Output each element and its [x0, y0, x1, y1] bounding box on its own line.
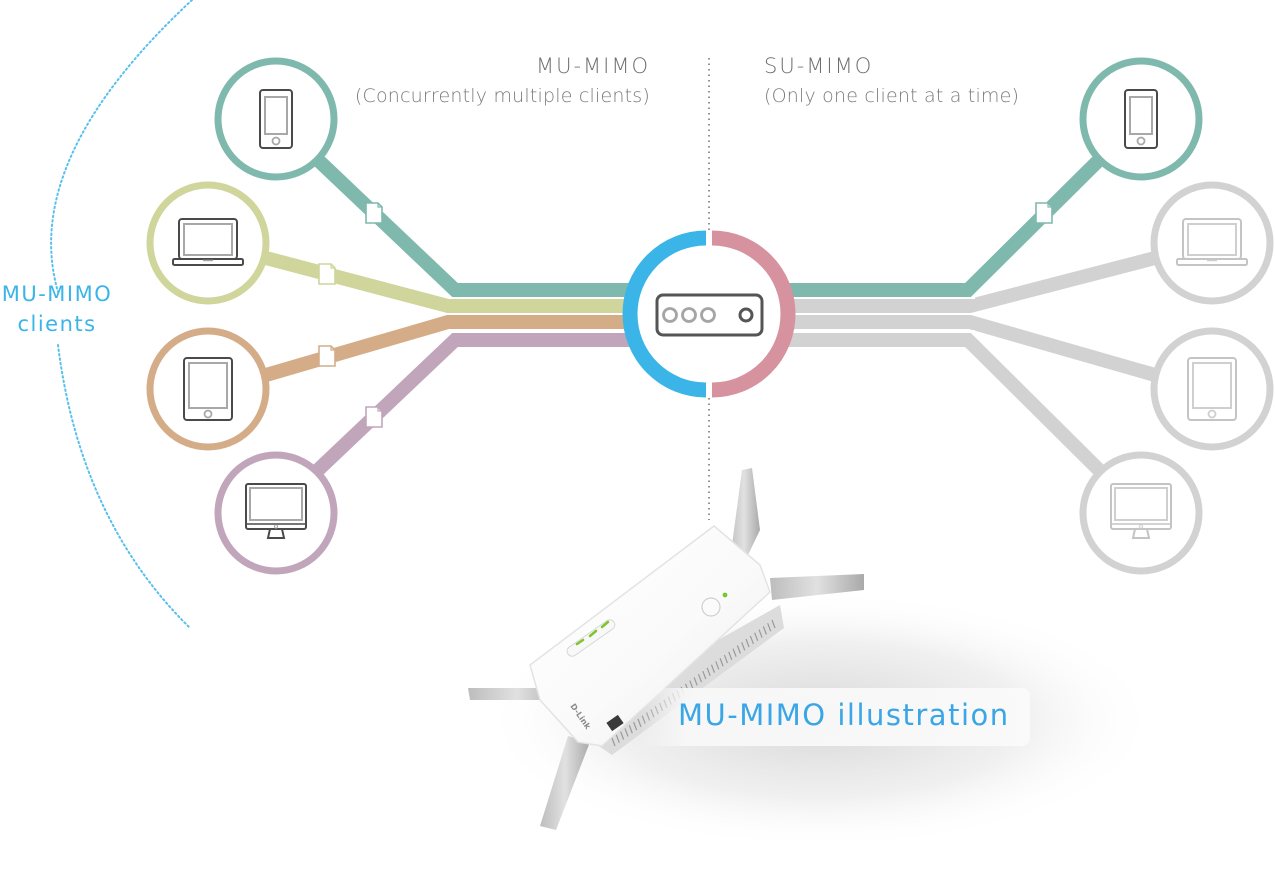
vent-slot	[693, 677, 698, 686]
su-mimo-heading: SU-MIMO	[764, 54, 874, 78]
clients-group-arc-lower	[57, 344, 191, 629]
su-client-desktop	[1079, 451, 1203, 575]
vent-slot	[728, 651, 733, 661]
vent-slot	[702, 670, 707, 680]
data-packet-icon	[1035, 202, 1053, 224]
vent-slot	[633, 721, 638, 731]
vent-slot	[697, 674, 703, 683]
su-link-laptop	[778, 251, 1157, 313]
vent-slot	[628, 725, 633, 734]
vent-slot	[689, 680, 694, 689]
vent-slot	[723, 654, 728, 664]
client-ring	[146, 327, 270, 451]
caption: MU-MIMO illustration	[678, 698, 1010, 732]
hub-ring-left	[622, 230, 707, 398]
vent-slot	[624, 728, 629, 737]
caption-backdrop	[640, 688, 1030, 746]
status-leds	[566, 619, 616, 657]
laptop-icon	[172, 218, 244, 266]
su-link-tablet	[778, 315, 1157, 382]
antenna	[770, 574, 864, 600]
vent-slot	[762, 626, 767, 635]
vent-slot	[611, 737, 616, 747]
vent-slot	[745, 638, 750, 648]
su-client-smartphone	[1079, 57, 1203, 181]
mu-link-desktop	[313, 333, 640, 476]
client-ring	[214, 451, 338, 575]
vent-slot	[771, 619, 776, 629]
antenna	[540, 736, 590, 830]
clients-label-line1: MU-MIMO	[1, 282, 113, 306]
desktop-icon	[245, 483, 307, 539]
vent-slot	[749, 635, 754, 645]
su-client-laptop	[1150, 181, 1274, 305]
router-hub	[622, 230, 796, 398]
vent-slot	[754, 632, 759, 641]
mu-client-laptop	[146, 181, 270, 305]
su-link-smartphone	[778, 155, 1104, 297]
vent-slot	[715, 661, 720, 670]
mu-mimo-subheading: (Concurrently multiple clients)	[354, 85, 650, 107]
laptop-icon	[1176, 218, 1248, 266]
data-packet-icon	[365, 202, 383, 224]
device-body	[529, 525, 771, 747]
power-led	[722, 592, 728, 598]
mu-client-smartphone	[214, 57, 338, 181]
vent-slot	[706, 667, 711, 677]
wps-button	[701, 597, 721, 617]
range-extender-product: D-Link	[468, 468, 1160, 850]
su-link-desktop	[778, 333, 1104, 475]
smartphone-icon	[1124, 89, 1158, 149]
tablet-icon	[1187, 357, 1237, 421]
data-packet-icon	[318, 345, 336, 367]
vent-slot	[710, 664, 716, 673]
data-packet-icon	[318, 263, 336, 285]
client-ring	[1079, 451, 1203, 575]
su-client-tablet	[1150, 327, 1274, 451]
vent-slot	[767, 622, 772, 632]
client-ring	[214, 57, 338, 181]
hub-ring-right	[711, 230, 796, 398]
client-ring	[1079, 57, 1203, 181]
router-icon	[655, 293, 764, 337]
data-packet-icon	[365, 406, 383, 428]
mu-client-desktop	[214, 451, 338, 575]
smartphone-icon	[259, 89, 293, 149]
clients-group-arc	[50, 0, 193, 293]
client-ring	[1150, 181, 1274, 305]
ethernet-port	[606, 714, 624, 732]
tablet-icon	[183, 357, 233, 421]
mu-mimo-heading: MU-MIMO	[535, 54, 650, 78]
vent-slot	[758, 629, 763, 638]
client-ring	[146, 181, 270, 305]
mu-client-tablet	[146, 327, 270, 451]
vent-slot	[719, 658, 724, 667]
vent-slot	[736, 645, 741, 654]
client-ring	[1150, 327, 1274, 451]
desktop-icon	[1110, 483, 1172, 539]
mu-mimo-clients-label: MU-MIMO clients	[0, 279, 122, 339]
connections	[264, 154, 1157, 476]
mu-link-smartphone	[313, 154, 640, 297]
clients-label-line2: clients	[17, 312, 97, 336]
client-nodes	[146, 57, 1274, 575]
vent-slot	[732, 648, 737, 657]
vent-slot	[741, 642, 746, 651]
su-mimo-subheading: (Only one client at a time)	[764, 85, 1020, 107]
vent-slot	[615, 734, 620, 744]
vent-slot	[620, 731, 625, 740]
